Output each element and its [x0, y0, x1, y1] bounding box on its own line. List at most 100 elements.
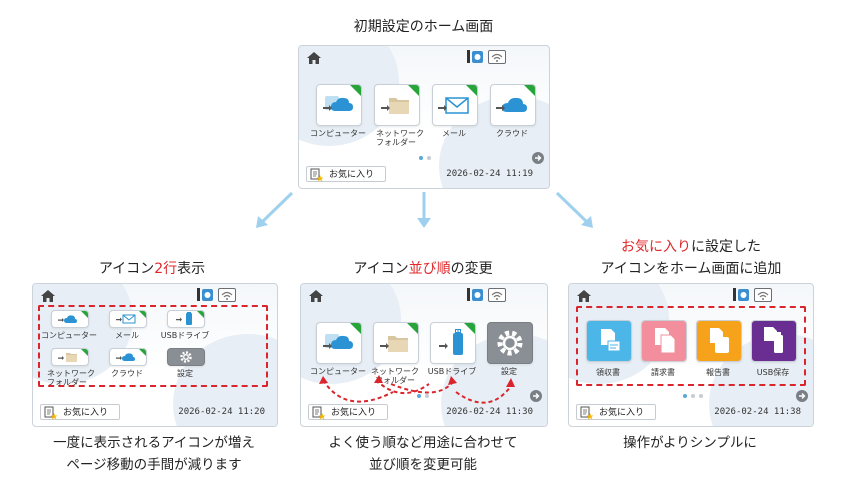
tile-label: クラウド: [111, 369, 143, 378]
tile-label: メール: [115, 331, 139, 340]
favorites-label: お気に入り: [599, 408, 645, 418]
panel2-title: アイコン並び順の変更: [300, 258, 546, 278]
network-folder-icon: [58, 353, 77, 362]
datetime: 2026-02-24 11:30: [446, 407, 533, 417]
info-icon[interactable]: [467, 50, 483, 64]
highlight-frame: [576, 306, 806, 386]
usb-save-icon: [752, 321, 796, 361]
wifi-status-icon[interactable]: [754, 288, 772, 302]
usb-icon: [176, 312, 192, 325]
info-icon[interactable]: [733, 288, 749, 302]
panel3-title: お気に入りに設定した アイコンをホーム画面に追加: [568, 236, 814, 280]
network-folder-icon: [381, 98, 409, 114]
tile-receipt-bg: [586, 320, 632, 362]
panel3-title-b: に設定した: [691, 239, 761, 255]
favorites-icon: [312, 406, 326, 420]
arrow-down: [417, 192, 431, 228]
panel3-caption-line1: 操作がよりシンプルに: [623, 435, 757, 451]
home-icon[interactable]: [41, 290, 55, 302]
favorites-button[interactable]: お気に入り: [576, 404, 656, 420]
arrow-down-right: [555, 191, 593, 228]
mail-icon: [116, 314, 136, 324]
receipt-doc-icon: [587, 321, 631, 361]
wifi-status-icon[interactable]: [488, 288, 506, 302]
computer-cloud-icon: [58, 315, 77, 323]
favorites-button[interactable]: お気に入り: [308, 404, 388, 420]
home-icon[interactable]: [577, 290, 591, 302]
info-icon[interactable]: [197, 288, 213, 302]
datetime: 2026-02-24 11:20: [178, 407, 265, 417]
tile-label: USBドライブ: [160, 331, 210, 340]
report-doc-icon: [697, 321, 741, 361]
tile-label: ネットワークフォルダー: [376, 129, 424, 147]
gear-icon: [497, 330, 523, 356]
home-icon[interactable]: [307, 52, 321, 64]
tile-label: 領収書: [596, 368, 620, 377]
computer-cloud-icon: [323, 96, 353, 111]
favorites-label: お気に入り: [331, 408, 377, 418]
tile-label: 設定: [177, 369, 193, 378]
invoice-doc-icon: [642, 321, 686, 361]
panel3-title-c: アイコンをホーム画面に追加: [600, 261, 782, 277]
tile-label: 設定: [501, 367, 517, 376]
tile-label: メール: [442, 129, 466, 138]
tile-label: クラウド: [496, 129, 528, 138]
panel1-title-highlight: 2行: [154, 261, 178, 277]
panel2-caption: よく使う順など用途に合わせて 並び順を変更可能: [290, 432, 556, 476]
panel1-caption-line1: 一度に表示されるアイコンが増え: [53, 435, 255, 451]
tile-label: 報告書: [706, 368, 730, 377]
cloud-icon: [116, 353, 135, 361]
next-page-icon[interactable]: [796, 390, 808, 402]
wifi-status-icon[interactable]: [488, 50, 506, 64]
tile-label: ネットワークフォルダー: [371, 367, 419, 385]
favorites-icon: [44, 406, 58, 420]
computer-cloud-icon: [323, 334, 353, 349]
gear-icon: [180, 351, 192, 363]
panel3-title-highlight: お気に入り: [621, 239, 691, 255]
favorites-icon: [310, 168, 324, 182]
next-page-icon[interactable]: [532, 152, 544, 164]
panel2-title-c: の変更: [450, 261, 493, 277]
usb-icon: [439, 329, 463, 355]
tile-label: USB保存: [756, 368, 790, 377]
panel2-caption-line2: 並び順を変更可能: [369, 457, 477, 473]
favorites-label: お気に入り: [63, 408, 109, 418]
datetime: 2026-02-24 11:38: [714, 407, 801, 417]
network-folder-icon: [380, 336, 408, 352]
tile-label: 請求書: [651, 368, 675, 377]
info-icon[interactable]: [467, 288, 483, 302]
panel2-screen: コンピューター ネットワークフォルダー USBドライブ 設定 お気に入り 202…: [300, 283, 548, 427]
home-icon[interactable]: [309, 290, 323, 302]
panel2-title-a: アイコン: [353, 261, 409, 277]
favorites-icon: [580, 406, 594, 420]
panel1-title-c: 表示: [177, 261, 206, 277]
top-title: 初期設定のホーム画面: [353, 19, 494, 35]
favorites-label: お気に入り: [329, 170, 375, 180]
panel1-screen: コンピューター メール USBドライブ ネットワークフォルダー クラウド 設定 …: [32, 283, 278, 427]
tile-label: USBドライブ: [427, 367, 477, 376]
panel2-title-highlight: 並び順: [408, 261, 451, 277]
top-home-screen: コンピューター ネットワークフォルダー メール クラウド お気に入り 2026-…: [298, 45, 550, 189]
tile-label: コンピューター: [310, 367, 366, 376]
panel3-screen: 領収書 請求書 報告書 USB保存 お気に入り 2026-02-24 11:38: [568, 283, 814, 427]
favorites-button[interactable]: お気に入り: [306, 166, 386, 182]
page-indicator: [683, 394, 707, 398]
datetime: 2026-02-24 11:19: [446, 169, 533, 179]
panel1-title: アイコン2行表示: [32, 258, 272, 278]
favorites-button[interactable]: お気に入り: [40, 404, 120, 420]
arrow-down-left: [256, 191, 294, 228]
tile-label: ネットワークフォルダー: [47, 369, 95, 387]
highlight-frame: [38, 305, 268, 387]
next-page-icon[interactable]: [530, 390, 542, 402]
panel1-caption: 一度に表示されるアイコンが増え ページ移動の手間が減ります: [20, 432, 288, 476]
tile-label: コンピューター: [310, 129, 366, 138]
reorder-arrows: [319, 375, 515, 404]
page-indicator: [419, 156, 435, 160]
panel2-caption-line1: よく使う順など用途に合わせて: [328, 435, 518, 451]
panel1-title-a: アイコン: [98, 261, 155, 277]
wifi-status-icon[interactable]: [218, 288, 236, 302]
cloud-icon: [496, 97, 527, 112]
panel1-caption-line2: ページ移動の手間が減ります: [66, 457, 242, 473]
tile-label: コンピューター: [41, 331, 97, 340]
panel3-caption: 操作がよりシンプルに: [568, 432, 812, 454]
